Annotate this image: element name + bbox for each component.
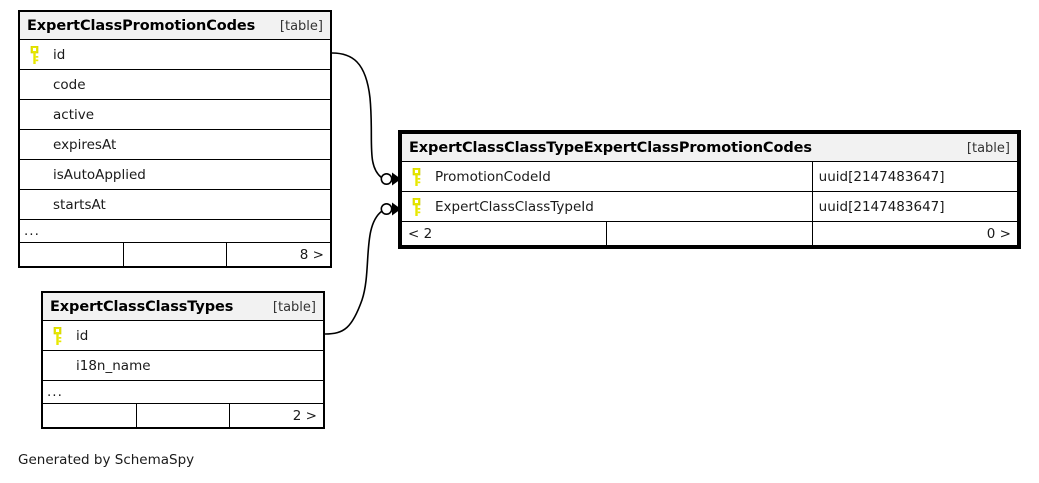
table-header-row: ExpertClassClassTypeExpertClassPromotion… (401, 133, 1018, 162)
footer-left-parent-count[interactable]: < 2 (400, 221, 608, 246)
column-name: startsAt (53, 196, 106, 213)
column-name: active (53, 106, 95, 123)
table-row-column-id[interactable]: id (19, 39, 331, 70)
relationship-line-classtypes-to-join (324, 202, 401, 335)
table-row-column-active[interactable]: active (19, 99, 331, 130)
column-name: i18n_name (76, 357, 151, 374)
generated-by-caption: Generated by SchemaSpy (18, 452, 195, 468)
table-title: ExpertClassPromotionCodes (27, 17, 256, 34)
table-row-column-isautoapplied[interactable]: isAutoApplied (19, 159, 331, 190)
column-name: code (53, 76, 86, 93)
table-row-column-i18n-name[interactable]: i18n_name (42, 350, 324, 381)
column-name: ExpertClassClassTypeId (435, 198, 594, 215)
table-expert-class-class-type-expert-class-promotion-codes[interactable]: ExpertClassClassTypeExpertClassPromotion… (398, 130, 1021, 249)
table-more-columns-row[interactable]: ... (19, 219, 331, 243)
column-name: id (53, 46, 66, 63)
footer-middle (122, 242, 228, 267)
table-footer-row: 2 > (42, 403, 324, 428)
footer-left (19, 242, 124, 267)
footer-right-child-count[interactable]: 0 > (811, 221, 1019, 246)
table-row-column-id[interactable]: id (42, 320, 324, 351)
table-row-column-expertclassclasstypeid[interactable]: ExpertClassClassTypeId uuid[2147483647] (401, 191, 1019, 222)
table-row-column-promotioncodeid[interactable]: PromotionCodeId uuid[2147483647] (401, 161, 1019, 192)
column-type: uuid[2147483647] (811, 161, 1019, 192)
column-name: id (76, 327, 89, 344)
table-header-row: ExpertClassClassTypes [table] (42, 292, 324, 321)
primary-key-icon (408, 197, 435, 216)
table-title: ExpertClassClassTypes (50, 298, 234, 315)
table-header-row: ExpertClassPromotionCodes [table] (19, 11, 331, 40)
table-footer-row: 8 > (19, 242, 331, 267)
relationship-line-promotioncodes-to-join (331, 52, 401, 186)
more-columns-ellipsis: ... (42, 380, 324, 404)
table-footer-row: < 2 0 > (400, 221, 1019, 246)
table-expert-class-class-types[interactable]: ExpertClassClassTypes [table] (41, 291, 325, 429)
more-columns-ellipsis: ... (19, 219, 331, 243)
zero-cardinality-marker (380, 173, 393, 186)
column-type: uuid[2147483647] (811, 191, 1019, 222)
footer-middle (606, 221, 813, 246)
primary-key-icon (408, 167, 435, 186)
footer-left (42, 403, 137, 428)
footer-right-child-count[interactable]: 8 > (226, 242, 331, 267)
table-kind-tag: [table] (279, 18, 323, 34)
table-row-column-expiresat[interactable]: expiresAt (19, 129, 331, 160)
table-kind-tag: [table] (272, 299, 316, 315)
table-row-column-startsat[interactable]: startsAt (19, 189, 331, 220)
table-kind-tag: [table] (966, 140, 1010, 156)
table-expert-class-promotion-codes[interactable]: ExpertClassPromotionCodes [table] (18, 10, 332, 268)
table-more-columns-row[interactable]: ... (42, 380, 324, 404)
primary-key-icon (49, 326, 76, 345)
footer-right-child-count[interactable]: 2 > (229, 403, 324, 428)
column-name: isAutoApplied (53, 166, 146, 183)
column-name: expiresAt (53, 136, 117, 153)
table-title: ExpertClassClassTypeExpertClassPromotion… (409, 139, 812, 156)
footer-middle (135, 403, 231, 428)
primary-key-icon (26, 45, 53, 64)
table-row-column-code[interactable]: code (19, 69, 331, 100)
zero-cardinality-marker (380, 203, 393, 216)
column-name: PromotionCodeId (435, 168, 551, 185)
